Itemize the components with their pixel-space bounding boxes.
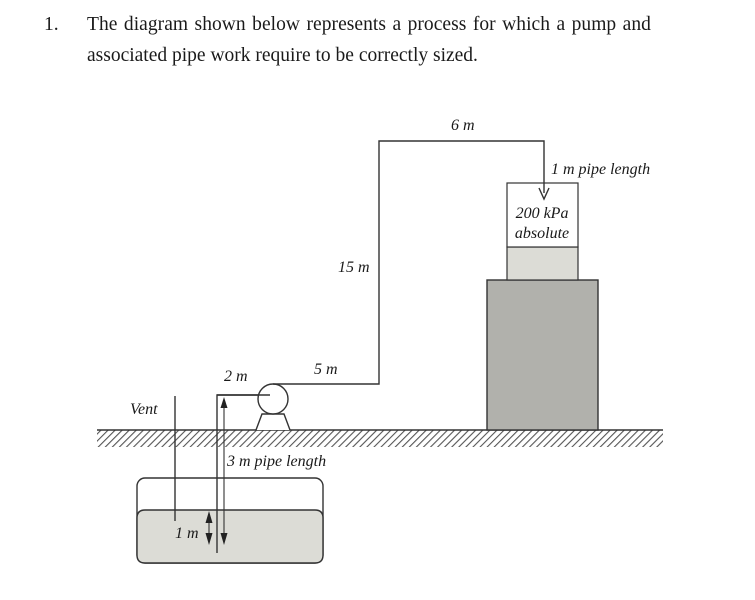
tank-pressure-unit-label: absolute (515, 225, 569, 242)
vessel-liquid (506, 246, 579, 281)
top-pipe-label: 6 m (451, 117, 475, 134)
vent-label: Vent (130, 401, 158, 418)
arrow-up-icon (205, 511, 213, 523)
discharge-pipe (273, 140, 545, 385)
arrow-down-icon (220, 533, 228, 545)
arrow-up-icon (220, 397, 228, 408)
supply-tank (136, 477, 324, 564)
riser-label: 15 m (338, 259, 370, 276)
tank-pressure-label: 200 kPa (516, 205, 569, 222)
liquid-depth-label: 1 m (175, 525, 199, 542)
discharge-horizontal-label: 5 m (314, 361, 338, 378)
arrow-down-icon (205, 533, 213, 545)
supply-tank-liquid (136, 509, 324, 564)
question-number: 1. (44, 14, 59, 35)
vessel-gas-space (506, 182, 579, 248)
ground (97, 429, 663, 447)
pump (217, 383, 291, 431)
suction-pipe-label: 3 m pipe length (226, 453, 326, 470)
ground-hatch (97, 430, 663, 447)
support-block (486, 279, 599, 431)
delivery-pipe-label: 1 m pipe length (551, 161, 650, 178)
suction-horizontal-label: 2 m (224, 368, 248, 385)
question-text-line-1: The diagram shown below represents a pro… (87, 14, 651, 35)
pump-base (255, 413, 291, 431)
receiving-vessel: 200 kPa absolute (486, 182, 599, 431)
pump-casing (257, 383, 289, 415)
question-text-line-2: associated pipe work require to be corre… (87, 45, 478, 66)
flow-arrow-icon (538, 187, 550, 201)
